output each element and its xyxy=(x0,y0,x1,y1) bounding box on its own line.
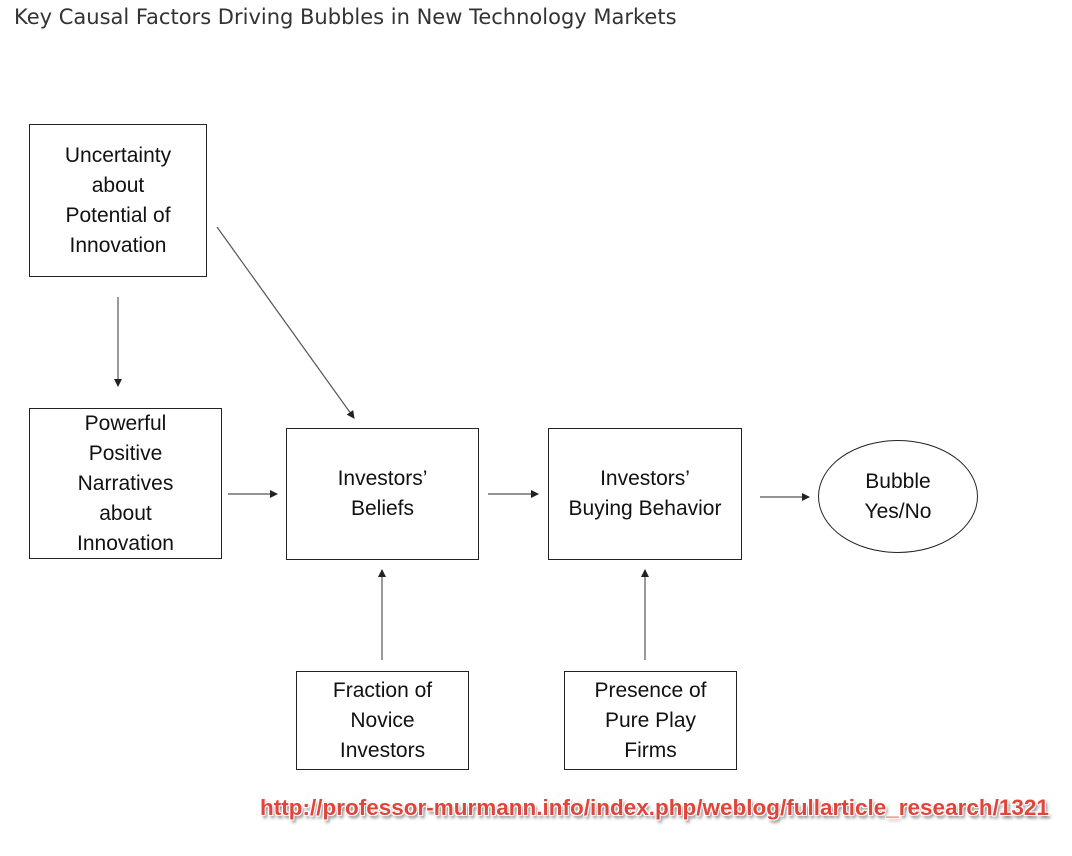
node-novice-investors: Fraction of Novice Investors xyxy=(296,671,469,770)
page-title: Key Causal Factors Driving Bubbles in Ne… xyxy=(14,5,677,29)
node-uncertainty-label: Uncertainty about Potential of Innovatio… xyxy=(64,143,172,257)
node-narratives: Powerful Positive Narratives about Innov… xyxy=(29,408,222,559)
node-bubble-label: Bubble Yes/No xyxy=(864,469,932,523)
node-bubble: Bubble Yes/No xyxy=(818,440,978,553)
node-narratives-label: Powerful Positive Narratives about Innov… xyxy=(77,411,174,555)
node-beliefs: Investors’ Beliefs xyxy=(286,428,479,560)
node-uncertainty: Uncertainty about Potential of Innovatio… xyxy=(29,124,207,277)
node-pure-play-firms: Presence of Pure Play Firms xyxy=(564,671,737,770)
arrow-uncertainty-to-beliefs xyxy=(216,226,355,419)
node-beliefs-label: Investors’ Beliefs xyxy=(337,467,428,520)
node-novice-investors-label: Fraction of Novice Investors xyxy=(332,678,433,762)
node-pure-play-firms-label: Presence of Pure Play Firms xyxy=(594,678,707,762)
source-url-caption: http://professor-murmann.info/index.php/… xyxy=(260,795,1049,820)
node-buying-behavior-label: Investors’ Buying Behavior xyxy=(568,467,722,520)
node-buying-behavior: Investors’ Buying Behavior xyxy=(548,428,742,560)
